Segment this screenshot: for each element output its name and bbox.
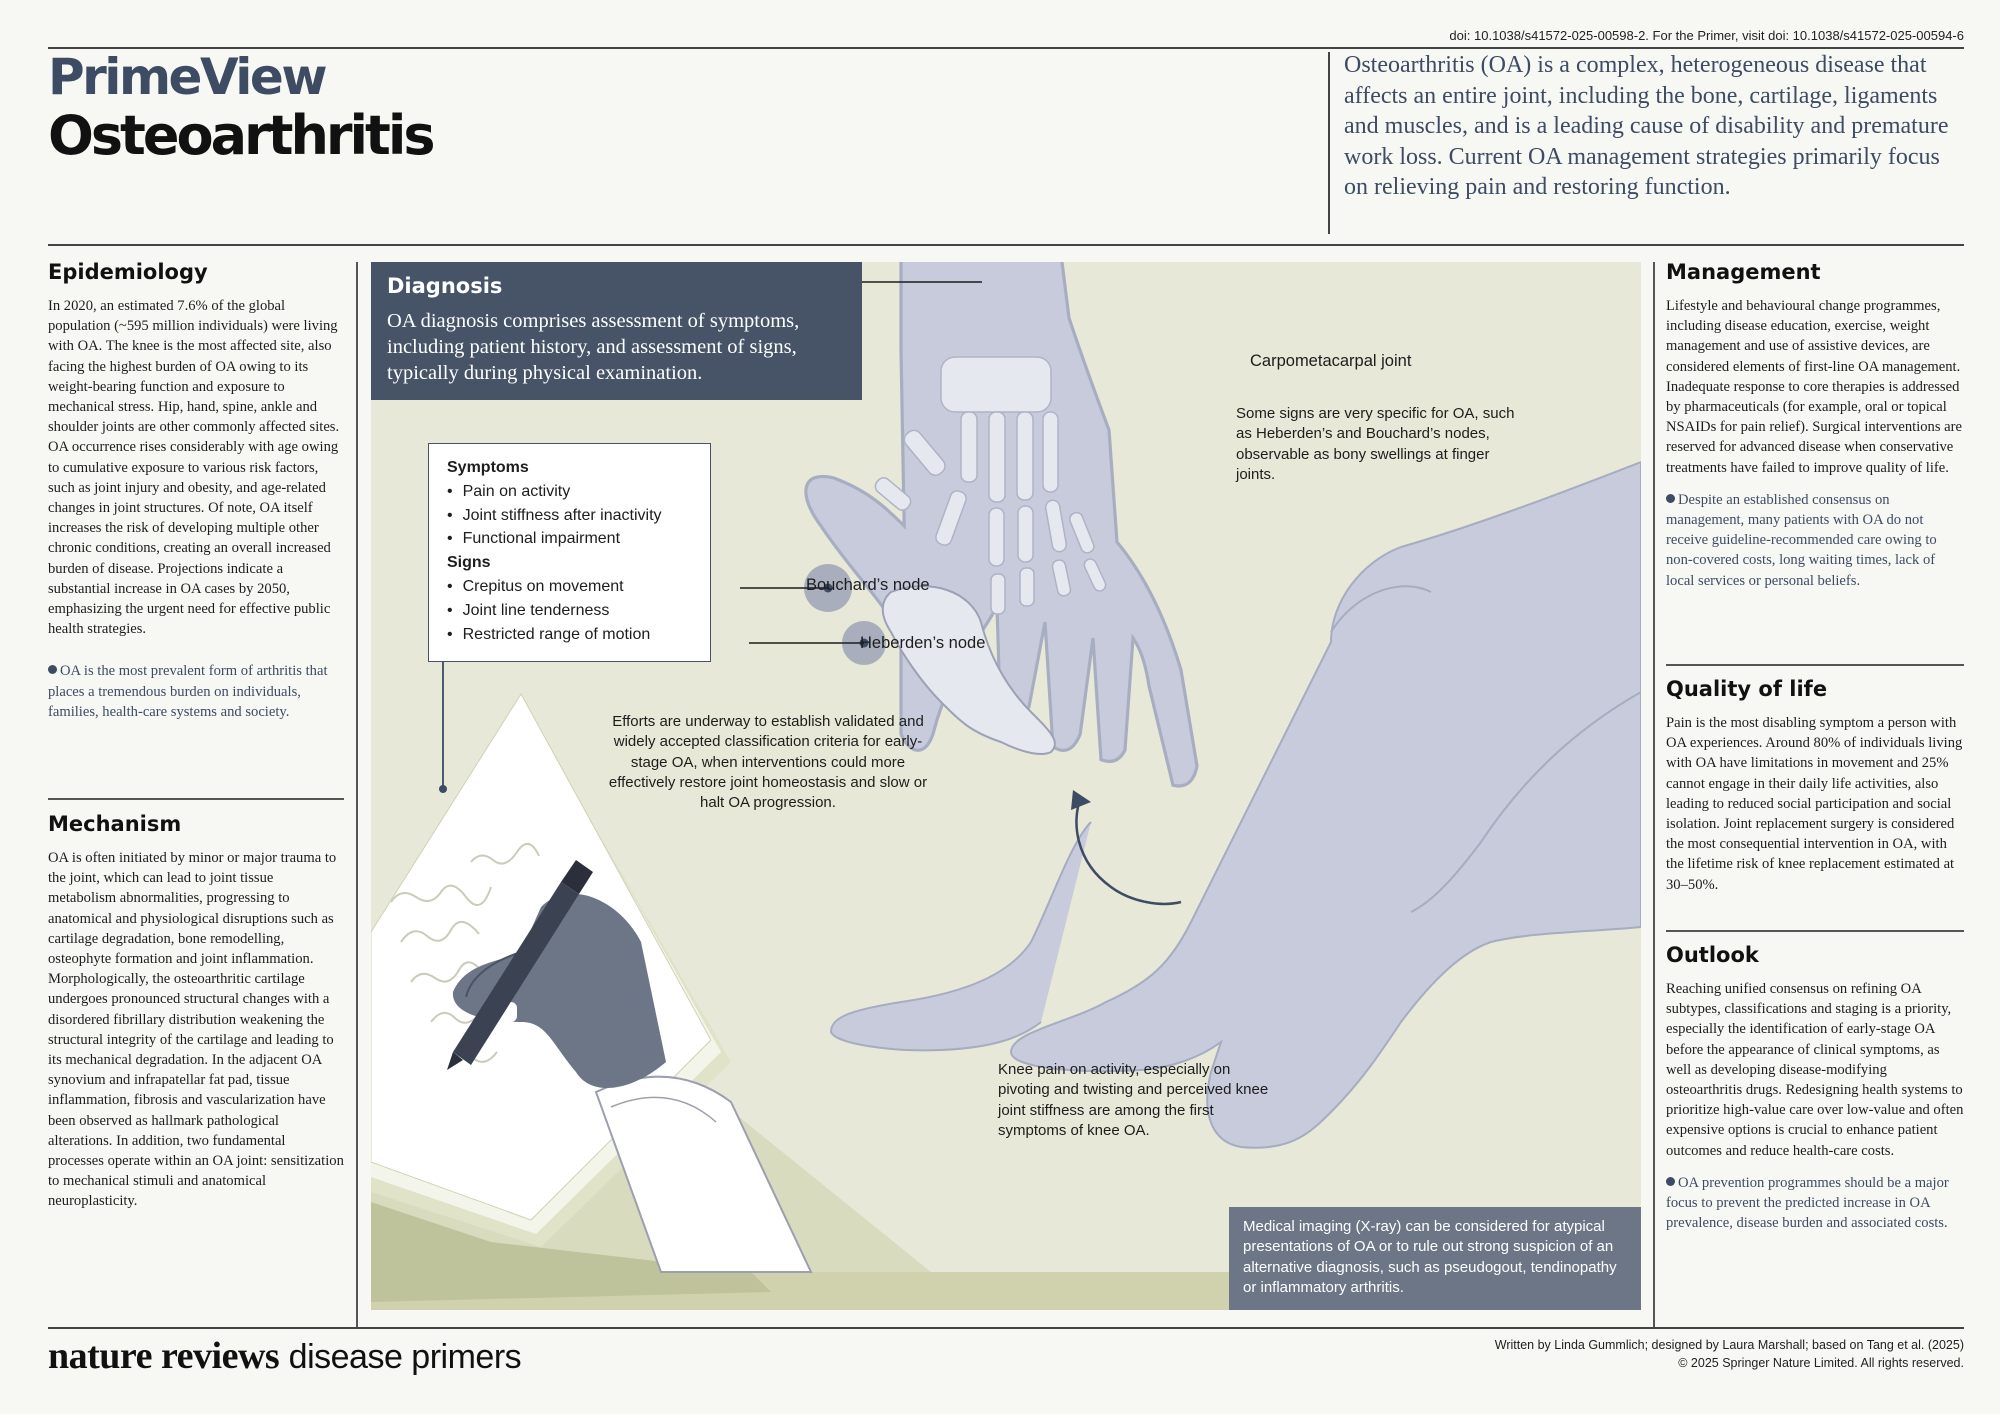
knee-caption: Knee pain on activity, especially on piv… [998, 1061, 1269, 1139]
right-separator-1 [1666, 664, 1964, 666]
quality-body: Pain is the most disabling symptom a per… [1666, 715, 1963, 893]
sign-item: Restricted range of motion [447, 623, 692, 647]
management-body: Lifestyle and behavioural change program… [1666, 298, 1962, 476]
signs-heading: Signs [447, 554, 491, 572]
management-section: Management Lifestyle and behavioural cha… [1666, 260, 1964, 591]
epidemiology-highlight-text: OA is the most prevalent form of arthrit… [48, 663, 328, 720]
examiner-hand [881, 585, 1056, 755]
mechanism-title: Mechanism [48, 812, 182, 836]
journal-logo-bold: nature reviews [48, 1335, 280, 1377]
management-highlight: Despite an established consensus on mana… [1666, 490, 1964, 591]
journal-logo-light: disease primers [288, 1338, 522, 1376]
header-divider [1328, 52, 1330, 234]
epidemiology-highlight: OA is the most prevalent form of arthrit… [48, 661, 344, 722]
symptoms-signs-box: Symptoms Pain on activity Joint stiffnes… [428, 443, 711, 662]
outlook-highlight: OA prevention programmes should be a maj… [1666, 1173, 1964, 1234]
epidemiology-section: Epidemiology In 2020, an estimated 7.6% … [48, 260, 344, 722]
management-highlight-text: Despite an established consensus on mana… [1666, 491, 1937, 589]
page-title: Osteoarthritis [48, 104, 436, 167]
gloved-hand [452, 893, 666, 1089]
brand-primeview: PrimeView [48, 48, 328, 106]
quality-title: Quality of life [1666, 677, 1828, 701]
diagnosis-title: Diagnosis [387, 274, 503, 298]
header-rule [48, 244, 1964, 246]
credits: Written by Linda Gummlich; designed by L… [1495, 1336, 1964, 1372]
credit-line-2: © 2025 Springer Nature Limited. All righ… [1678, 1356, 1964, 1370]
bullet-dot-icon [48, 665, 57, 675]
criteria-caption: Efforts are underway to establish valida… [608, 713, 928, 812]
epidemiology-title: Epidemiology [48, 260, 208, 284]
right-separator-2 [1666, 930, 1964, 932]
outlook-title: Outlook [1666, 943, 1759, 967]
leg [829, 460, 1641, 1149]
diagnosis-text: OA diagnosis comprises assessment of sym… [387, 310, 800, 384]
quality-section: Quality of life Pain is the most disabli… [1666, 677, 1964, 895]
label-carpometacarpal: Carpometacarpal joint [1250, 352, 1412, 370]
doi-line: doi: 10.1038/s41572-025-00598-2. For the… [1449, 28, 1964, 43]
bullet-dot-icon [1666, 493, 1675, 503]
xray-note-box: Medical imaging (X-ray) can be considere… [1229, 1207, 1641, 1310]
label-bouchard: Bouchard’s node [806, 576, 930, 594]
rotation-arrow [1075, 796, 1182, 906]
diagnosis-box: Diagnosis OA diagnosis comprises assessm… [371, 262, 862, 400]
credit-line-1: Written by Linda Gummlich; designed by L… [1494, 1338, 1964, 1352]
mechanism-body: OA is often initiated by minor or major … [48, 850, 344, 1210]
hand-caption: Some signs are very specific for OA, suc… [1236, 405, 1515, 483]
footer-rule [48, 1327, 1964, 1329]
outlook-section: Outlook Reaching unified consensus on re… [1666, 943, 1964, 1233]
outlook-highlight-text: OA prevention programmes should be a maj… [1666, 1174, 1949, 1232]
sign-item: Crepitus on movement [447, 575, 692, 599]
pen [447, 860, 593, 1070]
symptoms-heading: Symptoms [447, 459, 529, 476]
epidemiology-body: In 2020, an estimated 7.6% of the global… [48, 298, 340, 638]
bullet-dot-icon [1666, 1176, 1675, 1186]
symptom-item: Pain on activity [447, 480, 692, 504]
right-column-divider [1653, 262, 1655, 1327]
left-separator [48, 798, 344, 800]
mechanism-section: Mechanism OA is often initiated by minor… [48, 812, 344, 1212]
outlook-body: Reaching unified consensus on refining O… [1666, 981, 1964, 1159]
sign-item: Joint line tenderness [447, 599, 692, 623]
symptom-item: Joint stiffness after inactivity [447, 504, 692, 528]
intro-text: Osteoarthritis (OA) is a complex, hetero… [1344, 52, 1949, 200]
label-heberden: Heberden’s node [860, 634, 986, 652]
top-rule [48, 47, 1964, 49]
symptom-item: Functional impairment [447, 527, 692, 551]
journal-logo: nature reviews disease primers [48, 1334, 522, 1378]
left-column-divider [356, 262, 358, 1327]
management-title: Management [1666, 260, 1821, 284]
